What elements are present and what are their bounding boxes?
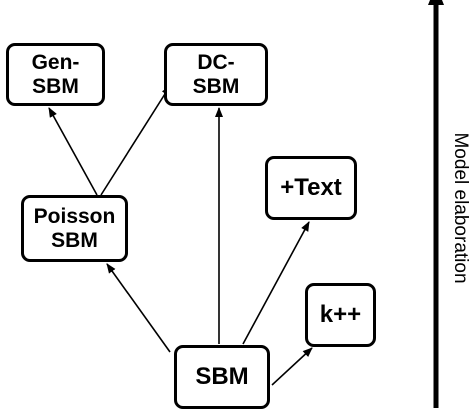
dc-sbm-node[interactable]: DC- SBM — [164, 43, 268, 106]
text-node[interactable]: +Text — [265, 156, 357, 220]
edge-sbm-to-poisson-sbm — [106, 263, 171, 353]
edge-poisson-sbm-to-gen-sbm — [48, 107, 98, 196]
poisson-sbm-node[interactable]: Poisson SBM — [21, 195, 128, 262]
sbm-node[interactable]: SBM — [174, 345, 270, 409]
edge-sbm-to-kpp — [271, 347, 313, 386]
axis-label: Model elaboration — [450, 132, 471, 284]
kpp-node[interactable]: k++ — [305, 283, 376, 347]
gen-sbm-node[interactable]: Gen- SBM — [6, 43, 105, 106]
edge-sbm-to-text — [242, 221, 310, 345]
edge-poisson-sbm-to-dc-sbm — [100, 85, 171, 196]
